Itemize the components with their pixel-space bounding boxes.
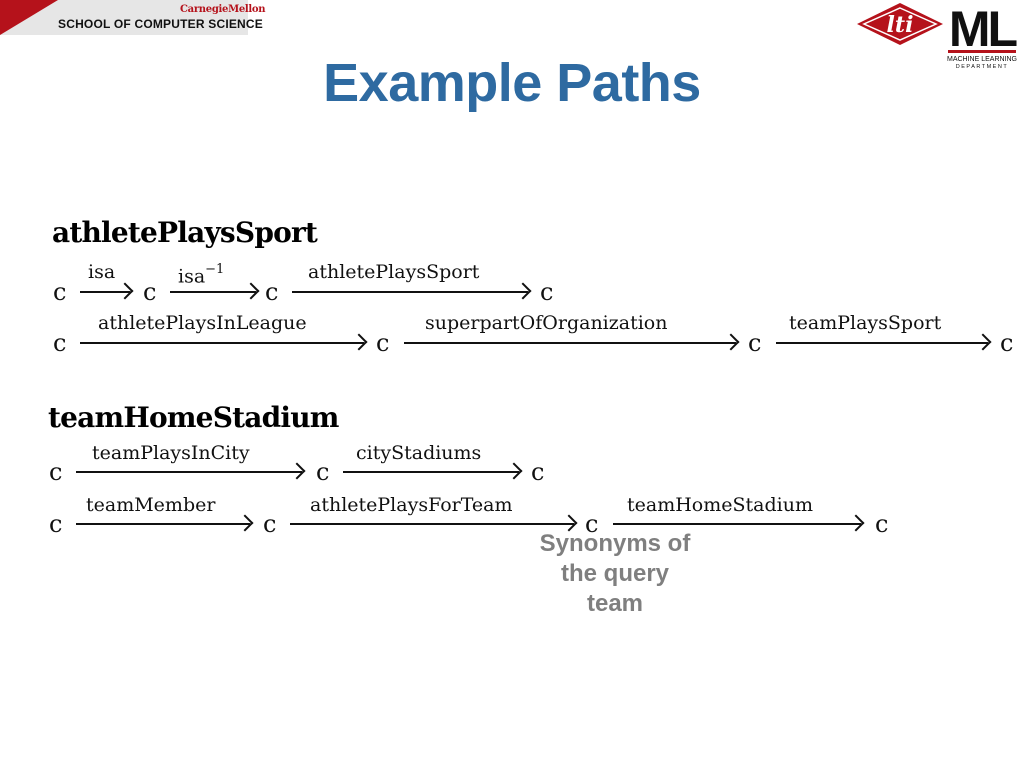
path-node: c	[49, 510, 63, 538]
relation-label: athletePlaysSport	[308, 261, 480, 283]
lti-logo-text: lti	[887, 12, 914, 38]
path-node: c	[53, 278, 67, 306]
path-arrow	[170, 291, 256, 293]
path-node: c	[263, 510, 277, 538]
path-node: c	[316, 458, 330, 486]
path-arrow	[76, 471, 302, 473]
ml-logo-text: ML	[949, 2, 1017, 57]
relation-label: athletePlaysInLeague	[98, 312, 307, 334]
note-line: Synonyms of	[539, 530, 691, 557]
section-heading: teamHomeStadium	[48, 401, 339, 434]
path-node: c	[585, 510, 599, 538]
relation-label: teamPlaysInCity	[92, 442, 250, 464]
path-node: c	[748, 329, 762, 357]
path-arrow	[343, 471, 519, 473]
relation-label: isa−1	[178, 262, 225, 288]
path-arrow	[404, 342, 736, 344]
path-node: c	[49, 458, 63, 486]
lti-logo: lti	[857, 3, 943, 45]
path-arrow	[80, 291, 130, 293]
ml-logo-sub1: MACHINE LEARNING	[947, 56, 1017, 63]
path-node: c	[376, 329, 390, 357]
relation-label: cityStadiums	[356, 442, 482, 464]
banner-red-accent	[0, 0, 58, 35]
relation-label: teamMember	[86, 494, 216, 516]
path-node: c	[143, 278, 157, 306]
path-node: c	[540, 278, 554, 306]
university-name: CarnegieMellon	[180, 4, 266, 15]
synonyms-note: Synonyms of the query team	[520, 529, 710, 619]
path-arrow	[776, 342, 988, 344]
relation-label: isa	[88, 261, 116, 283]
section-heading: athletePlaysSport	[52, 216, 318, 249]
path-node: c	[875, 510, 889, 538]
relation-label: teamHomeStadium	[627, 494, 813, 516]
note-line: the query	[560, 560, 670, 587]
school-name: SCHOOL OF COMPUTER SCIENCE	[58, 17, 263, 31]
relation-label: athletePlaysForTeam	[310, 494, 513, 516]
path-arrow	[292, 291, 528, 293]
note-line: team	[586, 590, 644, 617]
ml-logo: ML MACHINE LEARNING DEPARTMENT	[947, 2, 1018, 70]
relation-label: superpartOfOrganization	[425, 312, 668, 334]
ml-logo-sub2: DEPARTMENT	[956, 64, 1008, 70]
relation-label: teamPlaysSport	[789, 312, 942, 334]
path-arrow	[613, 523, 861, 525]
path-arrow	[76, 523, 250, 525]
path-node: c	[265, 278, 279, 306]
path-node: c	[531, 458, 545, 486]
path-node: c	[1000, 329, 1014, 357]
path-node: c	[53, 329, 67, 357]
slide-title: Example Paths	[323, 53, 701, 113]
path-arrow	[290, 523, 574, 525]
path-arrow	[80, 342, 364, 344]
